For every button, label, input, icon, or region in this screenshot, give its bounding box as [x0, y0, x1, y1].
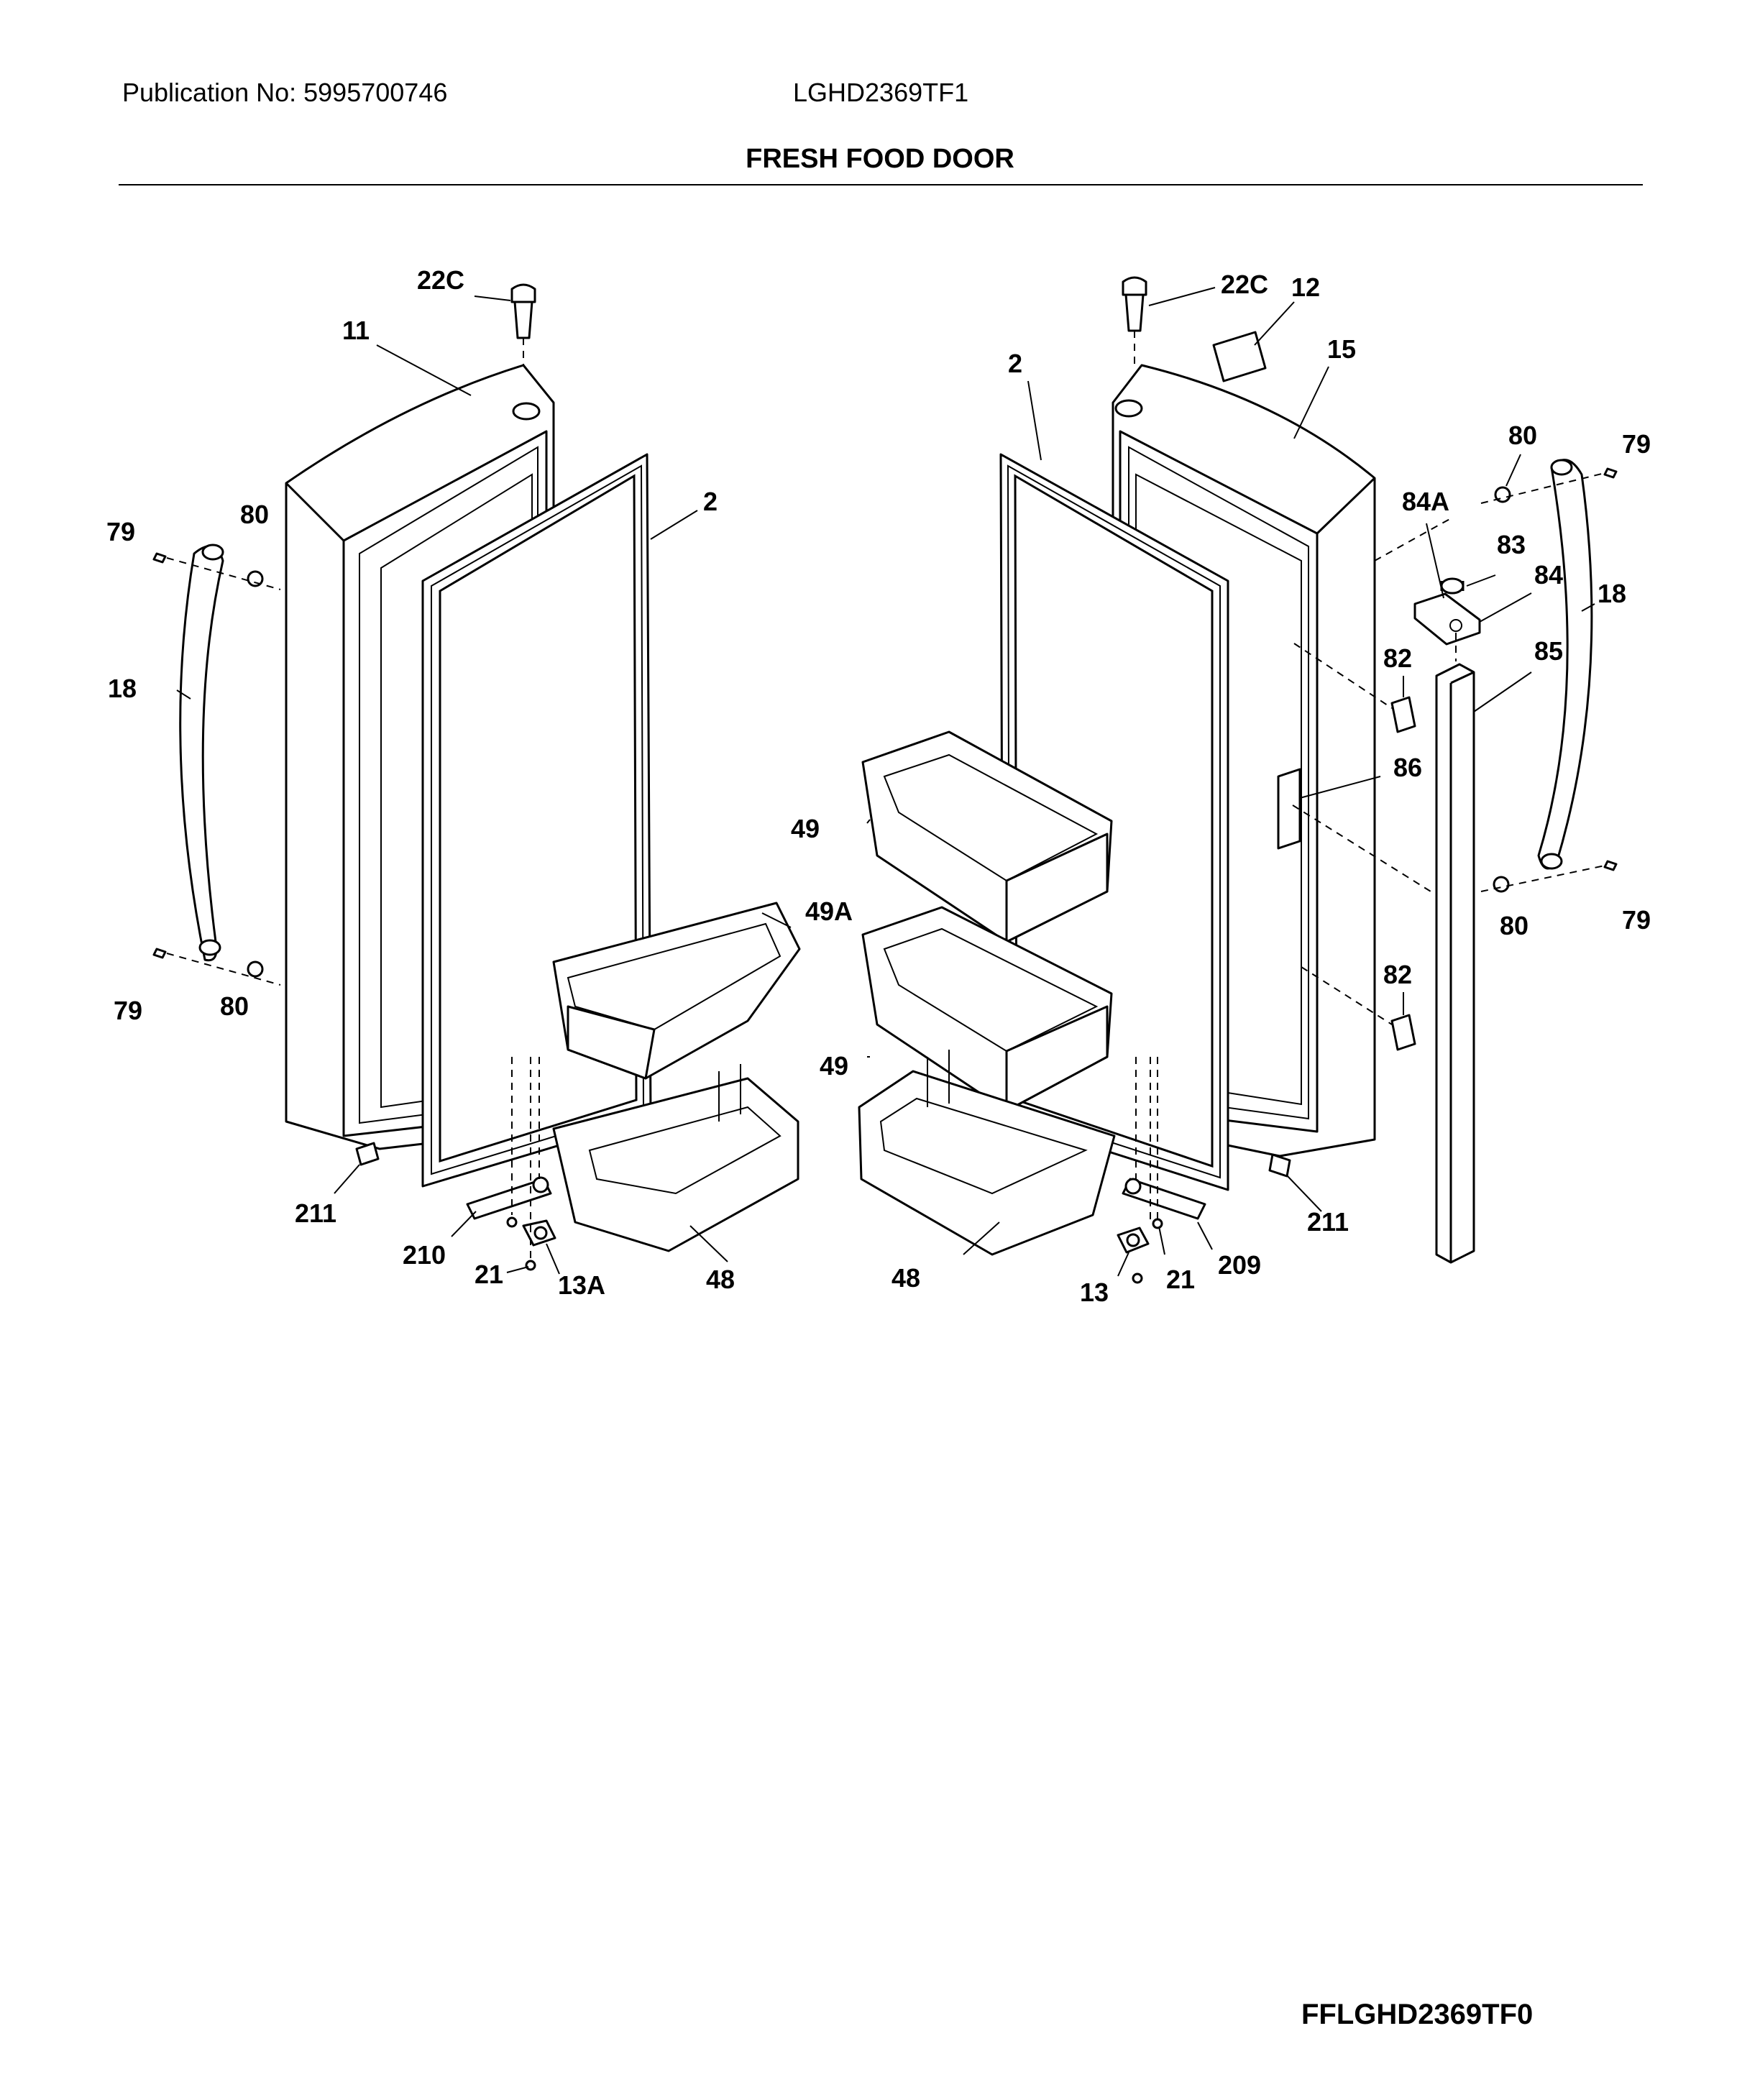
left-hinge-hardware-part	[466, 1057, 556, 1271]
callout-49-lower: 49	[820, 1051, 848, 1081]
callout-22c-right: 22C	[1221, 270, 1268, 299]
callout-21-right: 21	[1166, 1265, 1195, 1294]
right-hinge-hardware-part	[1117, 1057, 1206, 1284]
publication-number: Publication No: 5995700746	[122, 78, 448, 107]
callout-85: 85	[1534, 636, 1563, 666]
callout-209: 209	[1218, 1250, 1261, 1280]
right-top-hinge-84-part	[1413, 577, 1481, 661]
right-bin-49-upper-part	[861, 730, 1113, 943]
page-title: FRESH FOOD DOOR	[746, 144, 1014, 174]
callout-211-left: 211	[295, 1198, 336, 1228]
callout-13a: 13A	[558, 1270, 605, 1300]
callout-80-right-lower: 80	[1500, 911, 1528, 940]
callout-82-right-upper: 82	[1383, 643, 1412, 673]
callout-48-right: 48	[892, 1263, 920, 1293]
callout-11: 11	[342, 316, 370, 345]
left-bin-49a-part	[552, 902, 801, 1080]
callout-79-left-lower: 79	[114, 996, 142, 1025]
callout-79-right-upper: 79	[1622, 429, 1651, 459]
callout-49-upper: 49	[791, 814, 820, 843]
callout-21-left: 21	[475, 1260, 503, 1289]
right-door-label-part	[1212, 331, 1267, 382]
right-hinge-cover-85-part	[1435, 663, 1475, 1264]
callout-49a: 49A	[805, 897, 853, 926]
left-door-cap-part	[510, 283, 536, 374]
right-clip-211-part	[1268, 1153, 1291, 1178]
right-clip-82-upper-part	[1390, 696, 1416, 733]
header-divider	[119, 184, 1643, 185]
callout-18-right: 18	[1598, 579, 1626, 608]
right-handle-part	[1480, 459, 1618, 893]
right-clip-82-lower-part	[1390, 1014, 1416, 1051]
callout-83: 83	[1497, 530, 1526, 559]
callout-18-left: 18	[108, 674, 137, 703]
callout-84: 84	[1534, 560, 1563, 590]
callout-15: 15	[1327, 334, 1356, 364]
leader-lines	[176, 287, 1595, 1277]
callout-210: 210	[403, 1240, 446, 1270]
left-door-gasket-part	[421, 453, 652, 1188]
right-bin-48-part	[858, 1050, 1116, 1256]
callout-22c-left: 22C	[417, 265, 464, 295]
left-bin-48-part	[552, 1064, 799, 1252]
callout-48-left: 48	[706, 1265, 735, 1294]
callout-79-left-upper: 79	[106, 517, 135, 546]
callout-2-right: 2	[1008, 349, 1022, 378]
callout-80-left-upper: 80	[240, 500, 269, 529]
left-handle-part	[152, 544, 281, 986]
callout-82-right-lower: 82	[1383, 960, 1412, 989]
callout-80-left-lower: 80	[220, 991, 249, 1021]
callout-12: 12	[1291, 272, 1320, 302]
callout-13: 13	[1080, 1278, 1109, 1307]
right-door-cap-part	[1122, 276, 1147, 365]
left-callouts: 22C 11 2 79 80 18 79 80 49A 211 210 21 1…	[106, 265, 853, 1300]
callout-79-right-lower: 79	[1622, 905, 1651, 935]
left-clip-211-part	[355, 1142, 380, 1166]
right-door-assembly	[858, 276, 1618, 1284]
diagram-code: FFLGHD2369TF0	[1301, 1999, 1534, 2030]
callout-2-left: 2	[703, 487, 718, 516]
callout-80-right-upper: 80	[1508, 421, 1537, 450]
model-number: LGHD2369TF1	[793, 78, 969, 107]
callout-84a: 84A	[1402, 487, 1449, 516]
left-door-assembly	[152, 283, 801, 1271]
callout-86: 86	[1393, 753, 1422, 782]
right-bin-49-lower-part	[861, 906, 1113, 1112]
callout-211-right: 211	[1307, 1207, 1349, 1237]
right-callouts: 22C 12 15 2 80 79 84A 83 84 18 82 85 86 …	[791, 270, 1651, 1307]
